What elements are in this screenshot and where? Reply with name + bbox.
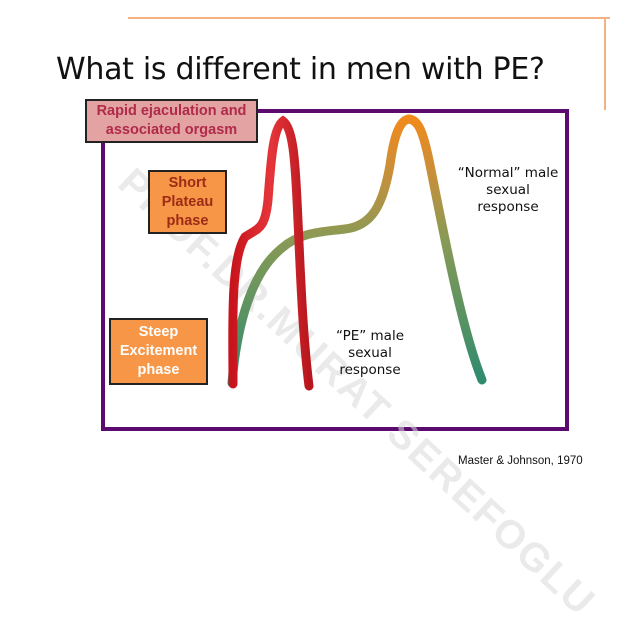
normal-response-label: “Normal” male sexual response — [433, 165, 583, 216]
excitement-box-line-2: Excitement — [119, 343, 198, 359]
steep-excitement-box: Steep Excitement phase — [109, 318, 208, 385]
slide-title: What is different in men with PE? — [56, 52, 545, 87]
citation: Master & Johnson, 1970 — [458, 455, 583, 467]
normal-label-line-3: response — [477, 199, 539, 215]
decorative-corner-line-right — [604, 17, 606, 110]
diagram-frame — [101, 109, 569, 431]
rapid-box-line-1: Rapid ejaculation and — [96, 103, 247, 119]
normal-label-line-2: sexual — [486, 182, 530, 198]
normal-label-line-1: “Normal” male — [457, 165, 559, 181]
pe-label-line-1: “PE” male — [335, 328, 404, 344]
short-plateau-box: Short Plateau phase — [148, 170, 227, 234]
plateau-box-line-1: Short — [168, 174, 207, 191]
excitement-box-line-1: Steep — [138, 324, 179, 340]
pe-response-curve — [228, 115, 314, 391]
plateau-box-line-2: Plateau — [161, 193, 214, 210]
normal-response-curve — [227, 114, 487, 388]
rapid-ejaculation-box: Rapid ejaculation and associated orgasm — [85, 99, 258, 143]
rapid-box-line-2: associated orgasm — [105, 122, 238, 138]
excitement-box-line-3: phase — [137, 362, 180, 378]
pe-label-line-2: sexual — [348, 345, 392, 361]
decorative-corner-line-top — [128, 17, 610, 19]
pe-response-label: “PE” male sexual response — [325, 328, 415, 379]
pe-label-line-3: response — [339, 362, 401, 378]
response-curves — [227, 114, 487, 391]
plateau-box-line-3: phase — [166, 212, 209, 229]
